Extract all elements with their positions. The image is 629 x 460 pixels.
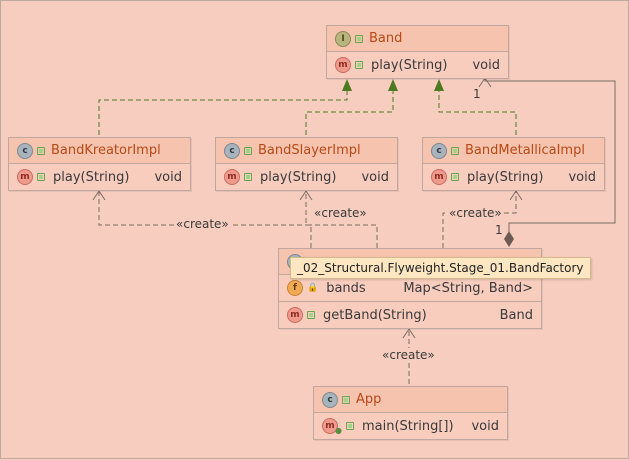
- dependency-arrowhead-slayer: [299, 190, 313, 201]
- method-return-type: void: [471, 418, 499, 434]
- realization-arrowhead-right: [434, 79, 444, 91]
- public-icon: [355, 34, 363, 43]
- dependency-arrowhead-metallica: [509, 190, 523, 201]
- field-type: Map<String, Band>: [403, 280, 533, 296]
- dependency-arrowhead-kreator: [92, 190, 106, 201]
- method-icon: m: [224, 169, 240, 185]
- public-icon: [37, 146, 45, 155]
- band-header: I Band: [327, 26, 508, 52]
- band-interface-node[interactable]: I Band m play(String) void: [326, 25, 509, 79]
- band-kreator-node[interactable]: c BandKreatorImpl m play(String) void: [8, 137, 191, 191]
- composition-diamond: [504, 231, 514, 247]
- method-return-type: void: [472, 57, 500, 73]
- method-name: main(String[]): [361, 418, 454, 434]
- band-factory-field-bands[interactable]: f 🔒 bands Map<String, Band>: [279, 275, 541, 301]
- app-header: c App: [314, 387, 507, 413]
- method-icon: m: [322, 418, 338, 434]
- composition-arrowhead: [478, 77, 492, 88]
- field-name: bands: [326, 280, 366, 296]
- create-label-metallica: «create»: [448, 206, 503, 220]
- method-name: play(String): [371, 57, 448, 73]
- app-method-main[interactable]: m ● main(String[]) void: [314, 413, 507, 439]
- app-title: App: [356, 392, 382, 407]
- realization-arrowhead-left: [342, 79, 352, 91]
- method-icon: m: [287, 307, 303, 323]
- field-icon: f: [287, 280, 303, 296]
- band-slayer-header: c BandSlayerImpl: [216, 138, 397, 164]
- method-name: play(String): [260, 169, 337, 185]
- public-icon: [451, 146, 459, 155]
- public-icon: [244, 173, 252, 181]
- class-icon: c: [322, 391, 338, 408]
- interface-icon: I: [335, 30, 351, 47]
- realization-arrowhead-mid: [388, 79, 398, 91]
- band-kreator-header: c BandKreatorImpl: [9, 138, 190, 164]
- band-metallica-node[interactable]: c BandMetallicaImpl m play(String) void: [422, 137, 605, 191]
- create-label-factory: «create»: [381, 348, 436, 362]
- class-icon: c: [431, 142, 447, 159]
- dependency-arrowhead-app: [402, 328, 416, 339]
- method-name: getBand(String): [323, 307, 427, 323]
- method-return-type: void: [154, 169, 182, 185]
- band-slayer-node[interactable]: c BandSlayerImpl m play(String) void: [215, 137, 398, 191]
- create-label-slayer: «create»: [313, 206, 368, 220]
- band-kreator-method-play[interactable]: m play(String) void: [9, 164, 190, 190]
- static-pin-icon: ●: [335, 425, 342, 435]
- method-name: play(String): [467, 169, 544, 185]
- realization-kreator-edge: [98, 86, 348, 135]
- private-lock-icon: 🔒: [307, 283, 319, 293]
- band-method-play[interactable]: m play(String) void: [327, 52, 508, 78]
- qualified-name-tooltip: _02_Structural.Flyweight.Stage_01.BandFa…: [290, 257, 591, 279]
- method-return-type: Band: [499, 307, 533, 323]
- band-slayer-title: BandSlayerImpl: [258, 143, 361, 158]
- create-label-kreator: «create»: [175, 217, 230, 231]
- band-kreator-title: BandKreatorImpl: [51, 143, 161, 158]
- method-return-type: void: [568, 169, 596, 185]
- method-icon: m: [335, 57, 351, 73]
- class-icon: c: [17, 142, 33, 159]
- public-icon: [307, 311, 315, 319]
- band-title: Band: [369, 31, 403, 46]
- band-metallica-method-play[interactable]: m play(String) void: [423, 164, 604, 190]
- public-icon: [355, 61, 363, 69]
- public-icon: [342, 395, 350, 404]
- class-icon: c: [224, 142, 240, 159]
- public-icon: [345, 422, 354, 430]
- method-icon: m: [17, 169, 33, 185]
- method-name: play(String): [53, 169, 130, 185]
- realization-slayer-edge: [305, 86, 394, 135]
- multiplicity-factory-end: 1: [495, 223, 503, 237]
- band-metallica-header: c BandMetallicaImpl: [423, 138, 604, 164]
- band-slayer-method-play[interactable]: m play(String) void: [216, 164, 397, 190]
- band-factory-method-getband[interactable]: m getBand(String) Band: [279, 302, 541, 328]
- public-icon: [37, 173, 45, 181]
- public-icon: [244, 146, 252, 155]
- public-icon: [451, 173, 459, 181]
- band-metallica-title: BandMetallicaImpl: [465, 143, 585, 158]
- multiplicity-band-end: 1: [473, 87, 481, 101]
- method-icon: m: [431, 169, 447, 185]
- app-node[interactable]: c App m ● main(String[]) void: [313, 386, 508, 440]
- method-return-type: void: [361, 169, 389, 185]
